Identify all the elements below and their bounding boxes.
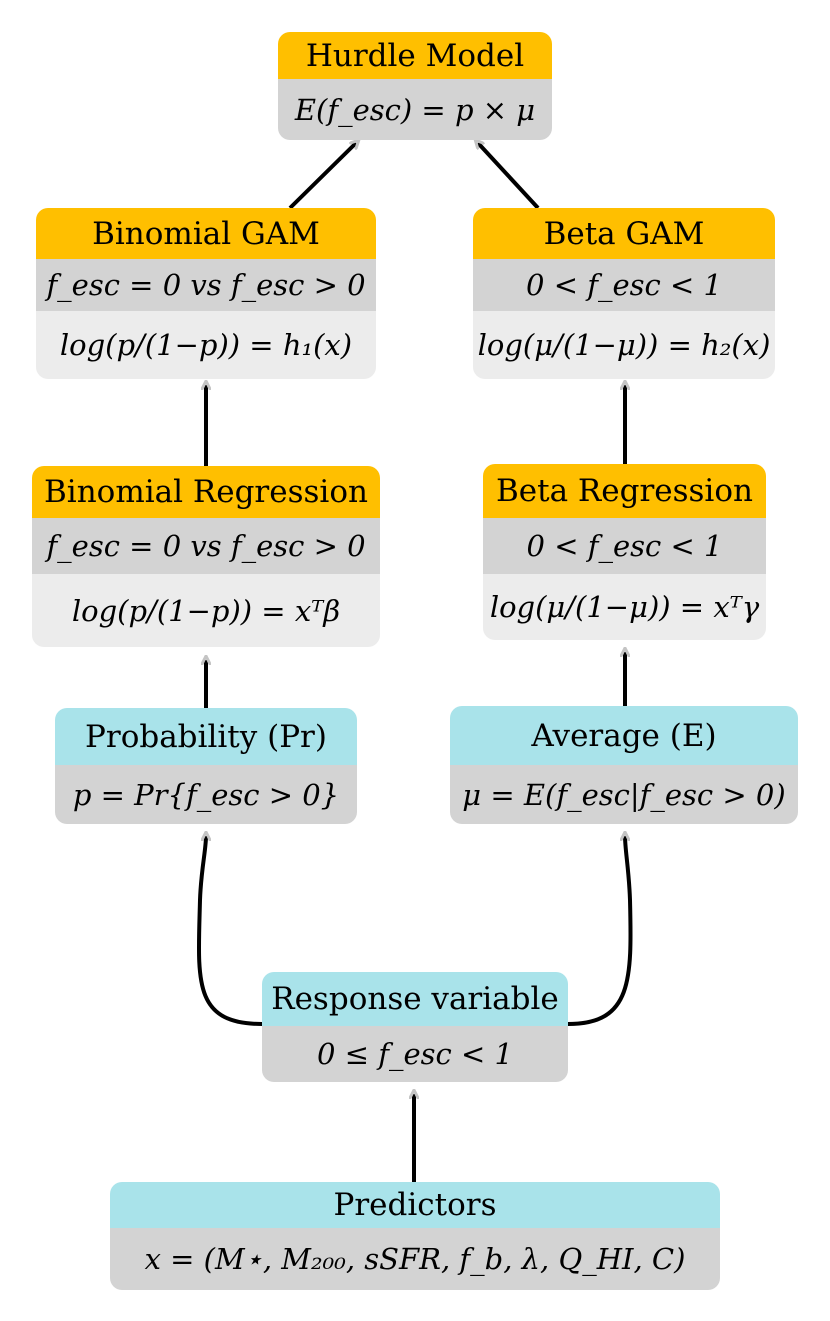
predictors-node: Predictors x = (M⋆, M₂₀₀, sSFR, f_b, λ, … (110, 1182, 720, 1290)
beta-regression-node: Beta Regression 0 < f_esc < 1 log(μ/(1−μ… (483, 464, 766, 640)
node-condition: f_esc = 0 vs f_esc > 0 (32, 518, 380, 574)
response-variable-node: Response variable 0 ≤ f_esc < 1 (262, 972, 568, 1082)
node-title: Average (E) (450, 706, 798, 765)
beta-gam-node: Beta GAM 0 < f_esc < 1 log(μ/(1−μ)) = h₂… (473, 208, 775, 379)
node-formula: E(f_esc) = p × μ (278, 79, 552, 140)
node-formula: log(p/(1−p)) = xᵀβ (32, 574, 380, 647)
node-title: Binomial GAM (36, 208, 376, 259)
node-formula: 0 ≤ f_esc < 1 (262, 1026, 568, 1082)
node-condition: 0 < f_esc < 1 (473, 259, 775, 311)
node-condition: f_esc = 0 vs f_esc > 0 (36, 259, 376, 311)
binomial-regression-node: Binomial Regression f_esc = 0 vs f_esc >… (32, 466, 380, 647)
binomial-gam-node: Binomial GAM f_esc = 0 vs f_esc > 0 log(… (36, 208, 376, 379)
node-formula: log(μ/(1−μ)) = h₂(x) (473, 311, 775, 379)
node-formula: p = Pr{f_esc > 0} (55, 765, 357, 824)
node-title: Binomial Regression (32, 466, 380, 518)
node-title: Beta GAM (473, 208, 775, 259)
hurdle-model-node: Hurdle Model E(f_esc) = p × μ (278, 32, 552, 140)
edge-binomial-gam-to-hurdle (288, 143, 356, 210)
node-formula: x = (M⋆, M₂₀₀, sSFR, f_b, λ, Q_HI, C) (110, 1228, 720, 1290)
node-title: Beta Regression (483, 464, 766, 518)
node-formula: log(p/(1−p)) = h₁(x) (36, 311, 376, 379)
probability-node: Probability (Pr) p = Pr{f_esc > 0} (55, 708, 357, 824)
node-formula: μ = E(f_esc|f_esc > 0) (450, 765, 798, 824)
edge-response-to-average (567, 836, 633, 1026)
node-condition: 0 < f_esc < 1 (483, 518, 766, 574)
node-formula: log(μ/(1−μ)) = xᵀγ (483, 574, 766, 640)
node-title: Hurdle Model (278, 32, 552, 79)
average-node: Average (E) μ = E(f_esc|f_esc > 0) (450, 706, 798, 824)
node-title: Response variable (262, 972, 568, 1026)
edge-response-to-probability (196, 836, 263, 1026)
node-title: Probability (Pr) (55, 708, 357, 765)
node-title: Predictors (110, 1182, 720, 1228)
edge-beta-gam-to-hurdle (478, 143, 540, 210)
